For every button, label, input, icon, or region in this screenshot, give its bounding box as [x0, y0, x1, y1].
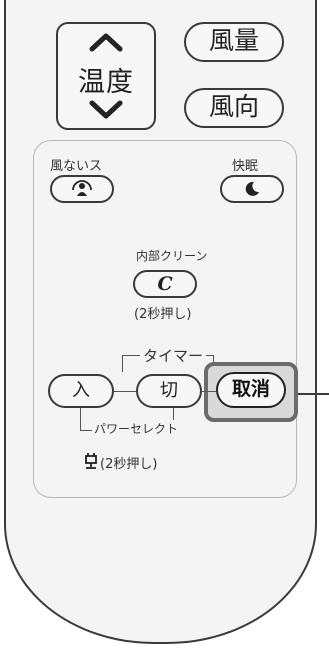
- internal-clean-button[interactable]: C: [133, 270, 197, 298]
- timer-group-label: タイマー: [140, 345, 207, 366]
- air-direction-button[interactable]: 風向: [184, 88, 284, 128]
- power-select-label: パワーセレクト: [92, 420, 181, 437]
- crescent-moon-icon: [245, 181, 259, 196]
- plug-icon: [85, 453, 97, 469]
- connector-line: [202, 391, 216, 392]
- temperature-rocker[interactable]: 温度: [56, 22, 156, 130]
- callout-line: [298, 393, 329, 395]
- power-select-hint: (2秒押し): [100, 457, 158, 472]
- fan-speed-button[interactable]: 風量: [184, 22, 284, 62]
- chevron-up-icon[interactable]: [86, 32, 126, 52]
- internal-clean-label: 内部クリーン: [136, 249, 208, 263]
- internal-clean-hint: (2秒押し): [134, 307, 192, 322]
- clean-c-icon: C: [157, 273, 173, 295]
- sleep-label: 快眠: [232, 159, 259, 174]
- timer-off-button[interactable]: 切: [136, 374, 202, 408]
- person-shield-icon: [72, 180, 92, 196]
- sleep-button[interactable]: [220, 175, 284, 203]
- function-panel: [33, 140, 297, 498]
- windless-label: 風ないス: [50, 159, 103, 174]
- temperature-label: 温度: [78, 67, 134, 98]
- timer-cancel-button[interactable]: 取消: [216, 372, 286, 408]
- connector-line: [114, 391, 136, 392]
- timer-on-button[interactable]: 入: [48, 374, 114, 408]
- windless-button[interactable]: [50, 175, 114, 203]
- chevron-down-icon[interactable]: [86, 100, 126, 120]
